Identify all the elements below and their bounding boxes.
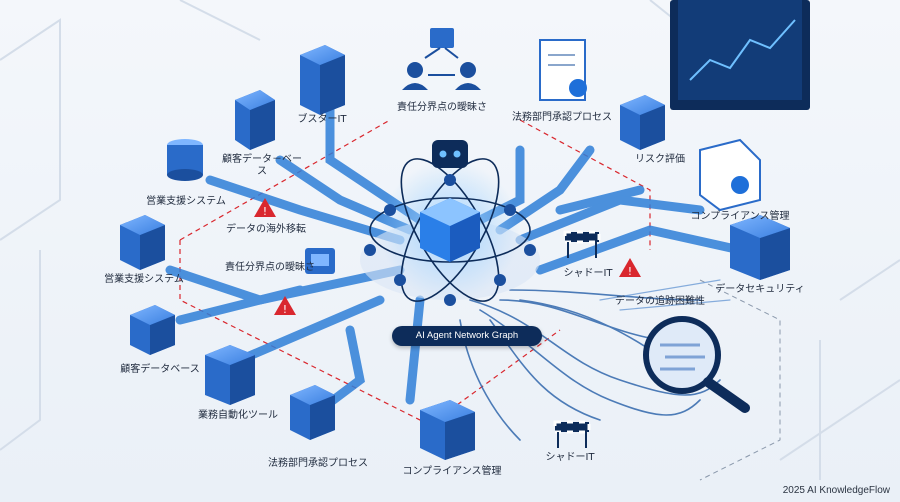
label-sales-left: 営業支援システム [104,274,184,285]
svg-text:!: ! [263,205,267,218]
label-shadow-it-top: ブスターIT [297,114,347,125]
server-icon-right [620,95,665,150]
label-sales-top: 営業支援システム [146,196,226,207]
label-ambiguity-center: 責任分界点の曖昧さ [225,262,315,273]
warning-icon-center: ! [274,296,296,316]
label-ambiguity-top: 責任分界点の曖昧さ [397,102,487,113]
core-label: AI Agent Network Graph [392,326,542,346]
center-device-icon [305,248,335,274]
automation-box-icon [205,345,255,405]
gray-boundary [699,279,781,481]
warning-icon-right: ! [619,258,641,278]
label-data-transfer: データの海外移転 [226,224,306,235]
label-security: データセキュリティ [715,284,805,295]
label-compliance-bottom: コンプライアンス管理 [402,466,502,477]
building-icon [300,45,345,115]
server-icon-bottom [290,385,335,440]
barrier-icon-bottom [553,420,591,448]
label-shadow-it-mid: シャドーIT [563,268,613,279]
svg-text:!: ! [628,265,632,278]
label-shadow-it-bottom: シャドーIT [545,452,595,463]
svg-text:!: ! [283,303,287,316]
label-customer-db-top: 顧客データ－ベース [222,154,302,177]
label-customer-db-left: 顧客データベース [120,364,200,375]
barrier-icon-mid [563,230,601,258]
server-icon-top-left [235,90,275,150]
label-legal-top: 法務部門承認プロセス [512,112,612,123]
copyright-text: 2025 AI KnowledgeFlow [782,485,890,496]
clipboard-icon [699,138,761,212]
label-traceability: データの追跡困難性 [615,296,705,307]
label-risk: リスク評価 [635,154,685,165]
label-compliance-right: コンプライアンス管理 [690,211,790,222]
document-check-icon [539,39,587,101]
core-ai-atom [360,140,540,306]
label-legal-bottom: 法務部門承認プロセス [268,458,368,469]
monitor-icon [670,0,810,110]
magnifier-icon [643,316,750,413]
label-automation: 業務自動化ツール [198,410,278,421]
warning-icon-left: ! [254,198,276,218]
compliance-box-icon [420,400,475,460]
server-icon-left [130,305,175,355]
server-rack-right [730,215,790,280]
people-network-icon [402,28,481,90]
city-building-icon [120,215,165,270]
database-icon [167,139,203,181]
